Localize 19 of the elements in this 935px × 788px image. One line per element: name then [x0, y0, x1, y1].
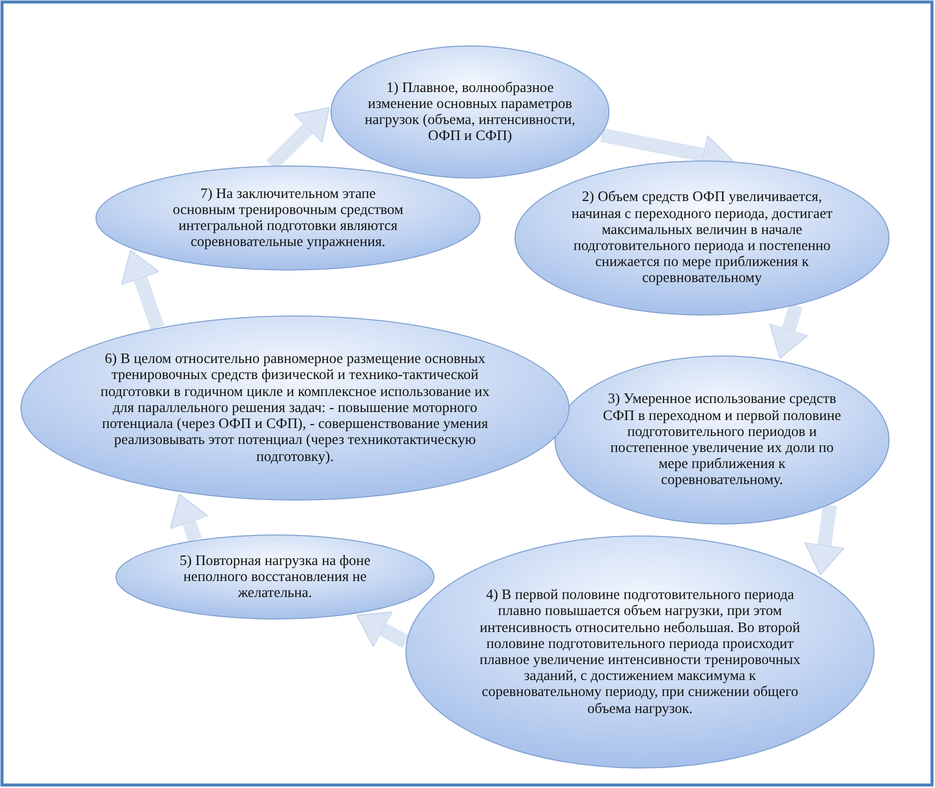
node-text: 7) На заключительном этапе основным тренировочным средством интегральной подготовки являются соревновательные упражнения. [172, 186, 404, 250]
ellipse-node [20, 315, 570, 501]
block-arrow [769, 304, 808, 359]
block-arrow [170, 494, 209, 542]
ellipse-node [330, 45, 610, 179]
block-arrow [356, 611, 410, 648]
block-arrow [804, 504, 845, 576]
ellipse-node [514, 160, 890, 316]
block-arrow [121, 250, 164, 330]
node-text: 3) Умеренное использование средств СФП в переходном и первой половине подготовительного периодов и постепенное увеличение их доли по мере приближения к соревновательному. [602, 391, 842, 489]
node-text: 6) В целом относительно равномерное размещение основных тренировочных средств физической и технико-тактической подготовки в годичном цикле и комплексное использование их для параллельного решения задач: - повышение моторного потенциала (через ОФП и СФП), - совершенствование умения реализовывать этот потенциал (через техникотактическую подготовку). [99, 351, 491, 465]
node-text: 1) Плавное, волнообразное изменение основных параметров нагрузок (объема, интенсивности, ОФП и СФП) [364, 80, 576, 144]
ellipse-node [115, 534, 435, 620]
node-text: 2) Объем средств ОФП увеличивается, начиная с переходного периода, достигает максимальных величин в начале подготовительного периода и постепенно снижается по мере приближения к соревновательному [570, 189, 834, 287]
ellipse-node [95, 165, 481, 271]
node-text: 4) В первой половине подготовительного периода плавно повышается объем нагрузки, при этом интенсивность относительно небольшая. Во второй половине подготовительного периода происходит плавное увеличение интенсивности тренировочных заданий, с достижением максимума к соревновательному периоду, при снижении общего объема нагрузок. [478, 587, 802, 717]
ellipse-node [554, 355, 890, 525]
node-text: 5) Повторная нагрузка на фоне неполного восстановления не желательна. [178, 552, 372, 602]
ellipse-node [405, 535, 875, 769]
